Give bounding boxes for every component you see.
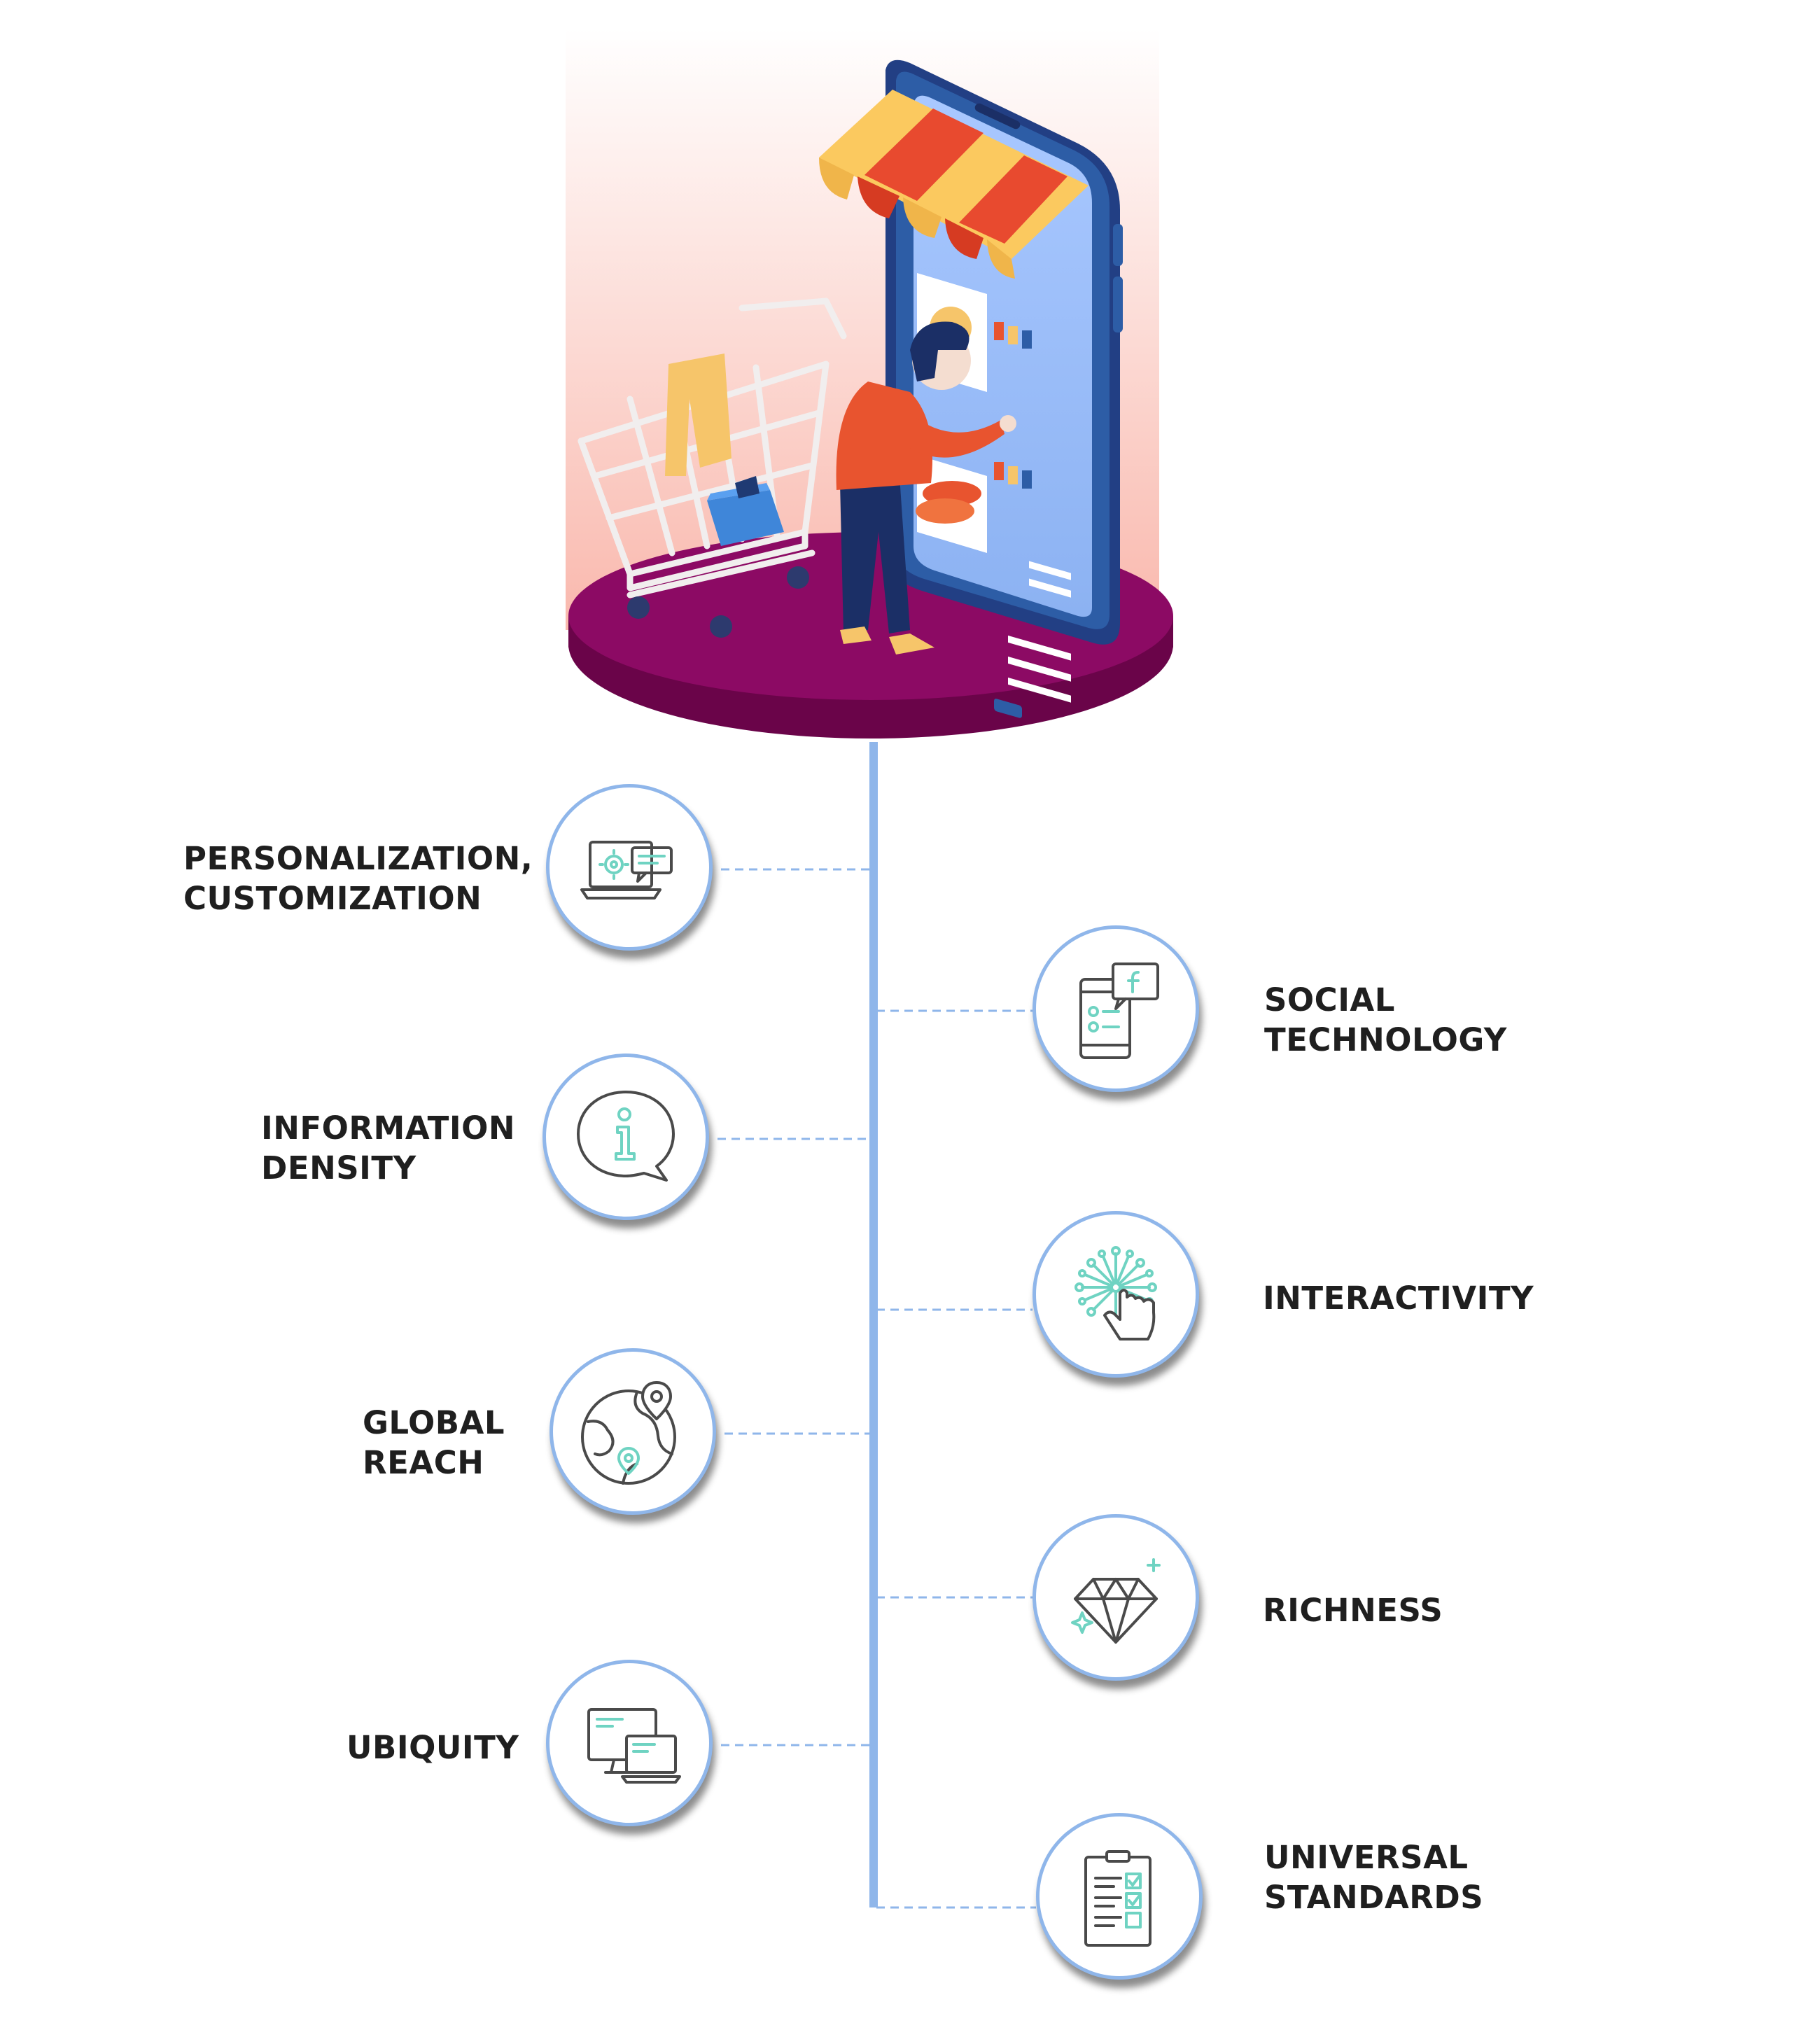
disc-personalization (546, 784, 713, 951)
label-universal-standards: UNIVERSAL STANDARDS (1264, 1839, 1484, 1916)
globe-pin-icon (581, 1381, 676, 1485)
disc-universal-standards (1036, 1813, 1203, 1980)
shopper (836, 321, 1016, 654)
disc-interactivity (1032, 1211, 1199, 1378)
cart-wheels (627, 566, 809, 638)
label-ubiquity: UBIQUITY (346, 1729, 519, 1766)
label-interactivity: INTERACTIVITY (1263, 1280, 1534, 1317)
disc-information-density (542, 1054, 709, 1220)
cart-items (665, 354, 784, 546)
disc-ubiquity (546, 1660, 713, 1826)
label-information-density: INFORMATION DENSITY (261, 1110, 516, 1186)
label-social-technology: SOCIAL TECHNOLOGY (1264, 981, 1507, 1058)
laptop-gear-icon (580, 841, 673, 899)
disc-global-reach (550, 1348, 716, 1515)
label-richness: RICHNESS (1263, 1592, 1443, 1629)
label-personalization: PERSONALIZATION, CUSTOMIZATION (183, 840, 533, 917)
disc-richness (1032, 1514, 1199, 1681)
devices-icon (587, 1708, 681, 1784)
info-bubble-icon (577, 1091, 675, 1182)
checklist-icon (1084, 1850, 1152, 1947)
phone-social-icon (1079, 962, 1159, 1059)
label-global-reach: GLOBAL REACH (363, 1404, 505, 1481)
disc-social-technology (1032, 925, 1199, 1092)
connector-lines (718, 868, 1036, 1909)
shop-awning (819, 90, 1088, 279)
diamond-icon (1071, 1558, 1161, 1644)
touch-network-icon (1074, 1246, 1157, 1340)
online-shopping-illustration (566, 28, 1173, 738)
